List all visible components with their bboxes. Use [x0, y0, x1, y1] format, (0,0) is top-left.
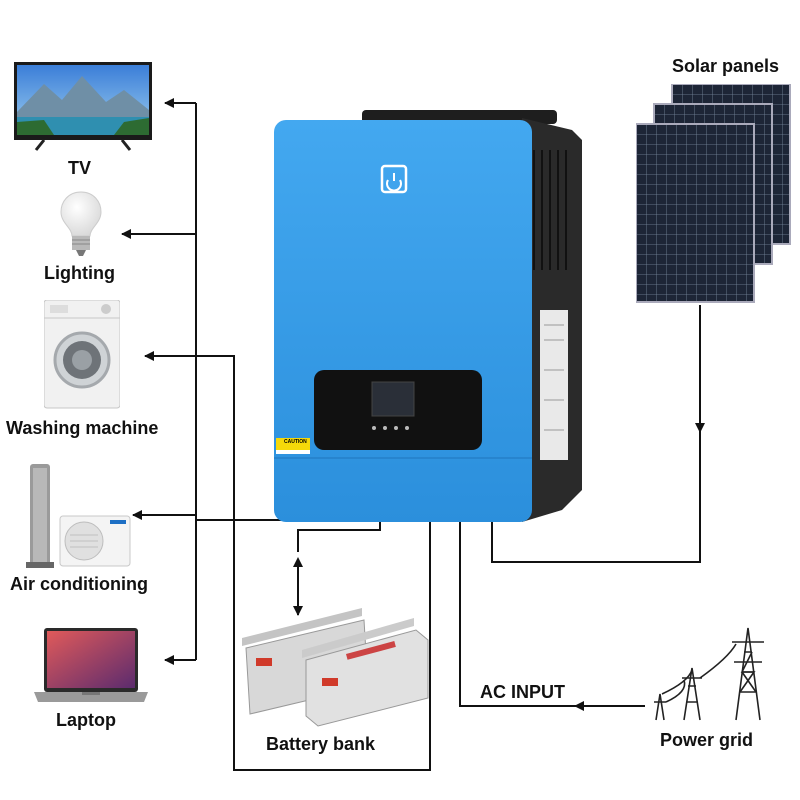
air-conditioning-label: Air conditioning: [10, 574, 148, 594]
light-bulb-icon: [58, 190, 104, 258]
air-conditioner-icon: [26, 462, 138, 570]
washing-machine-label: Washing machine: [6, 418, 159, 438]
inverter-unit: [272, 110, 582, 530]
power-grid-icon: [648, 622, 774, 722]
tv-label: TV: [68, 158, 92, 178]
ac-input-label: AC INPUT: [480, 682, 565, 702]
washing-machine-icon: [43, 299, 121, 410]
ac-input-line: [459, 505, 645, 707]
battery-bank-label: Battery bank: [266, 734, 376, 754]
solar-panels-icon: [635, 83, 792, 306]
caution-sticker-label: CAUTION: [284, 439, 307, 445]
power-grid-label: Power grid: [660, 730, 754, 750]
solar-line: [491, 305, 701, 563]
washing-machine-line: [144, 351, 431, 771]
laptop-icon: [32, 628, 150, 706]
laptop-label: Laptop: [56, 710, 116, 730]
solar-panels-label: Solar panels: [672, 56, 780, 76]
tv-icon: [14, 62, 152, 152]
battery-bank-icon: [236, 606, 432, 728]
lighting-label: Lighting: [44, 263, 115, 283]
